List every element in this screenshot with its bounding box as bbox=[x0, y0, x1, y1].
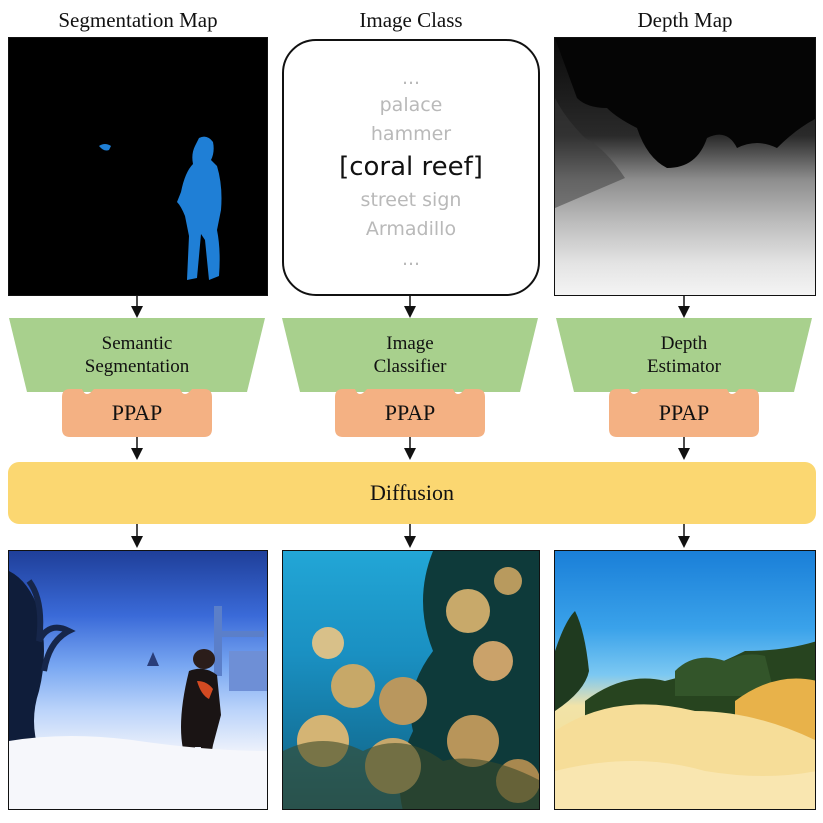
output-scene-child bbox=[9, 571, 267, 809]
output-scene-coral bbox=[283, 551, 539, 809]
output-image-segmentation bbox=[8, 550, 268, 810]
model-label-line2: Estimator bbox=[647, 356, 721, 377]
segmentation-silhouette bbox=[99, 136, 222, 280]
class-item-selected: [coral reef] bbox=[339, 152, 483, 182]
title-image-class: Image Class bbox=[359, 8, 463, 32]
class-item-palace: palace bbox=[379, 94, 443, 116]
ppap-adapter-2 bbox=[335, 389, 485, 437]
depth-map-image bbox=[554, 37, 816, 296]
output-image-class bbox=[282, 550, 540, 810]
ppap-adapter-3 bbox=[609, 389, 759, 437]
depth-estimator-funnel bbox=[556, 318, 812, 392]
semantic-segmentation-funnel bbox=[9, 318, 265, 392]
output-scene-dunes bbox=[555, 611, 815, 809]
class-item-ellipsis-top: ... bbox=[401, 67, 421, 89]
model-label-line1: Depth bbox=[660, 333, 708, 354]
depth-dark-region bbox=[555, 38, 815, 208]
model-label-line2: Segmentation bbox=[84, 356, 190, 377]
class-item-armadillo: Armadillo bbox=[365, 218, 457, 240]
ppap-label-3: PPAP bbox=[658, 400, 710, 425]
diffusion-label: Diffusion bbox=[370, 480, 454, 505]
model-label-semantic-segmentation: Semantic Segmentation bbox=[9, 332, 265, 378]
model-label-line1: Semantic bbox=[101, 333, 173, 354]
title-depth-map: Depth Map bbox=[637, 8, 733, 32]
model-label-depth-estimator: Depth Estimator bbox=[556, 332, 812, 378]
image-classifier-funnel bbox=[282, 318, 538, 392]
class-item-ellipsis-bottom: ... bbox=[401, 248, 421, 270]
diffusion-block: Diffusion bbox=[8, 462, 816, 524]
ppap-adapter-1 bbox=[62, 389, 212, 437]
ppap-label-2: PPAP bbox=[384, 400, 436, 425]
class-item-hammer: hammer bbox=[370, 123, 452, 145]
image-class-box: ... palace hammer [coral reef] street si… bbox=[282, 39, 540, 296]
model-label-image-classifier: Image Classifier bbox=[282, 332, 538, 378]
segmentation-map-image bbox=[8, 37, 268, 296]
ppap-label-1: PPAP bbox=[111, 400, 163, 425]
output-image-depth bbox=[554, 550, 816, 810]
model-label-line2: Classifier bbox=[373, 356, 447, 377]
title-segmentation-map: Segmentation Map bbox=[58, 8, 218, 32]
model-label-line1: Image bbox=[386, 333, 434, 354]
class-item-street-sign: street sign bbox=[360, 189, 462, 211]
